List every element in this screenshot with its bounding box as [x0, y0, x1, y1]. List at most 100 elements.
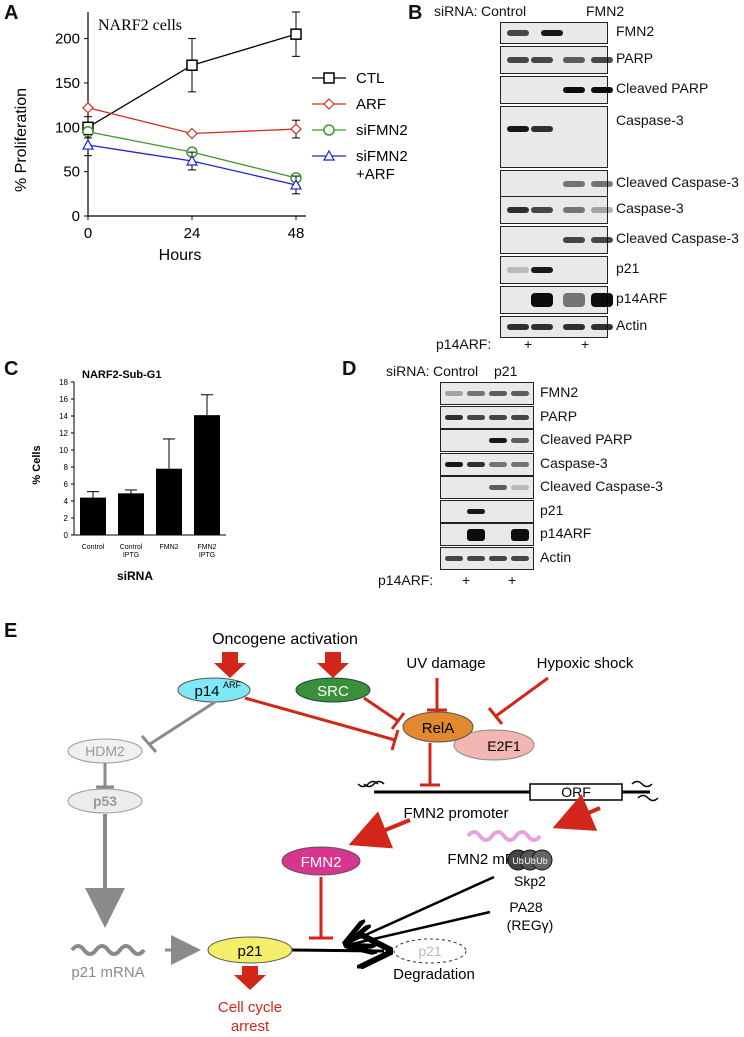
panel-label-b: B	[408, 2, 423, 24]
blot-b-row-label: Cleaved PARP	[616, 80, 709, 96]
blot-b-band	[563, 324, 585, 330]
b-plus-2: +	[581, 336, 590, 352]
blot-b-row-label: FMN2	[616, 23, 655, 39]
oncogene-to-src-arrow	[317, 652, 349, 678]
blot-d-band	[445, 461, 463, 467]
chart-a-data-point	[81, 138, 95, 150]
chart-c-category-label: IPTG	[199, 552, 215, 559]
blot-b-lane-6	[500, 226, 613, 254]
p14-inhibition-bar	[390, 729, 400, 751]
blot-b-band	[507, 30, 529, 36]
blot-d-band	[467, 391, 485, 396]
panel-label-d: D	[342, 358, 357, 380]
sub-g1-bar-chart: NARF2-Sub-G1 % Cells siRNA 0246810121416…	[31, 369, 226, 583]
blot-b-lane-0	[500, 22, 608, 44]
hdm2-label: HDM2	[85, 743, 125, 759]
chart-c-category-label: Control	[82, 544, 105, 551]
fmn2-node	[281, 846, 361, 876]
blot-b-band	[563, 237, 585, 243]
blot-b-band	[591, 324, 613, 330]
blot-b-band	[507, 207, 529, 213]
blot-b-band	[541, 30, 563, 36]
p53-node	[67, 788, 143, 814]
rela-label: RelA	[422, 720, 455, 737]
blot-d-row-label: Cleaved Caspase-3	[540, 478, 663, 494]
chart-c-y-tick-label: 6	[64, 480, 69, 489]
chart-c-y-tick-label: 12	[59, 429, 68, 438]
blot-d-row-label: Caspase-3	[540, 454, 608, 471]
chart-a-xlabel: Hours	[159, 247, 202, 264]
blot-b-band	[531, 126, 553, 132]
panel-label-a: A	[4, 2, 19, 24]
chart-c-category-label: FMN2	[197, 544, 216, 551]
blot-b-band	[531, 57, 553, 63]
chart-a-legend-marker	[323, 124, 335, 136]
blot-b-band	[591, 293, 613, 307]
chart-a-x-tick-label: 48	[288, 225, 305, 242]
blot-b-lane-8	[500, 286, 613, 314]
blot-d-row-label: p14ARF	[540, 525, 592, 541]
blot-d-lane-3	[440, 452, 534, 476]
p14-label: p14	[194, 683, 219, 700]
blot-b-band	[563, 57, 585, 63]
blot-d-band	[467, 528, 485, 541]
chart-c-xlabel: siRNA	[117, 569, 153, 583]
p21-to-arrest-arrow	[234, 966, 266, 990]
blot-b-row-label: Actin	[616, 317, 648, 333]
chart-a-ylabel: % Proliferation	[13, 88, 30, 192]
chart-c-bar	[194, 415, 220, 535]
blot-b-lane-3	[500, 106, 608, 168]
blot-d-band	[467, 508, 485, 514]
chart-c-bar	[118, 493, 144, 535]
blot-b-lane-5	[500, 196, 613, 224]
blot-d-row-label: PARP	[540, 407, 578, 424]
fmn2-pathway-diagram: Oncogene activation UV damage Hypoxic sh…	[67, 631, 659, 1035]
d-plus-1: +	[462, 572, 471, 588]
chart-c-category-label: IPTG	[123, 552, 139, 559]
p21-node	[207, 936, 293, 964]
chart-a-legend-label: +ARF	[356, 166, 395, 183]
blot-d-band	[489, 555, 507, 561]
src-label: SRC	[317, 683, 349, 700]
blot-b-band	[591, 237, 613, 243]
cell-cycle-label: Cell cycle	[218, 999, 282, 1016]
blot-d-band	[467, 555, 485, 561]
b-sirna-label: siRNA:	[434, 3, 478, 19]
b-plus-1: +	[524, 336, 533, 352]
d-control-label: Control	[433, 363, 479, 379]
chart-c-bar	[80, 497, 106, 535]
blot-b-band	[591, 57, 613, 63]
blot-b-band	[591, 207, 613, 213]
blot-d-row-label: Cleaved PARP	[540, 431, 633, 447]
chart-a-y-tick-label: 150	[55, 75, 80, 92]
blot-d-band	[489, 414, 507, 420]
chart-a-data-point	[185, 154, 199, 166]
blot-b-row-label: Cleaved Caspase-3	[616, 230, 739, 246]
blot-d-band	[489, 461, 507, 467]
blot-b-band	[531, 324, 553, 330]
chart-c-y-tick-label: 8	[64, 463, 69, 472]
blot-d-band	[489, 391, 507, 396]
chart-c-bar	[156, 468, 182, 535]
blot-b-row-label: p21	[616, 260, 640, 276]
oncogene-to-p14-arrow	[214, 652, 246, 678]
hypoxic-inhibition-bar	[487, 707, 504, 725]
pa28-label: PA28	[509, 899, 542, 915]
blot-d-lane-5	[440, 499, 534, 523]
chart-a-y-tick-label: 0	[72, 208, 80, 225]
blot-b-lane-4	[500, 170, 613, 198]
chart-c-y-tick-label: 2	[64, 514, 69, 523]
d-p21-label: p21	[494, 363, 518, 379]
orf-label: ORF	[561, 784, 591, 800]
blot-b-band	[531, 207, 553, 213]
blot-b-lane-1	[500, 46, 613, 74]
blot-d-lane-6	[440, 523, 534, 546]
blot-b-band	[563, 181, 585, 187]
p21-node-label: p21	[237, 943, 262, 960]
p14-hdm2-inhibition-line	[149, 700, 216, 746]
ub-label-3: Ub	[536, 856, 548, 866]
blot-d-lane-1	[440, 405, 534, 429]
chart-c-category-label: Control	[120, 544, 143, 551]
blot-d-band	[511, 391, 529, 396]
chart-a-x-tick-label: 0	[84, 225, 92, 242]
